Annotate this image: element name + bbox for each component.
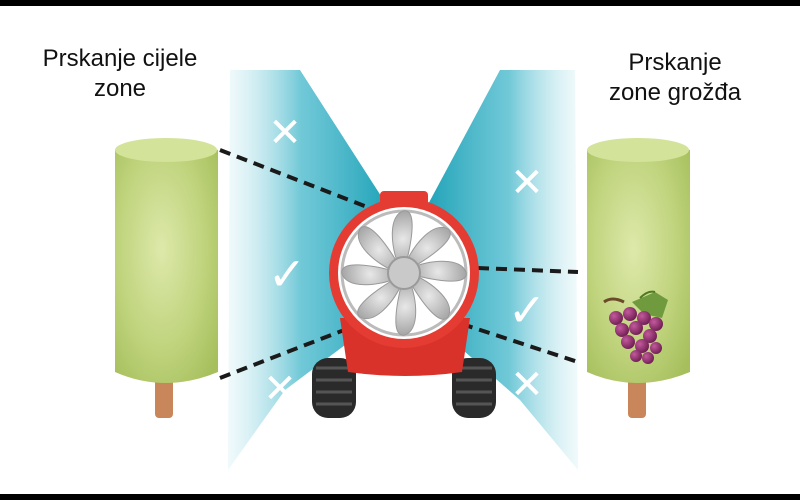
right-label-line1: Prskanje xyxy=(628,49,722,76)
cross-icon: ✕ xyxy=(263,366,297,412)
left-label-line2: zone xyxy=(93,75,147,102)
sprayer-wheels xyxy=(312,358,496,418)
right-vine-tree xyxy=(587,138,690,418)
grape-zone-spraying-label: Prskanje zone grožđa xyxy=(575,48,775,108)
diagram-stage: ✕ ✓ ✕ ✕ ✓ ✕ Prskanje cijele zone Prskanj… xyxy=(0,6,800,494)
check-icon: ✓ xyxy=(268,247,307,301)
left-vine-tree xyxy=(115,138,218,418)
sprayer-diagram: ✕ ✓ ✕ ✕ ✓ ✕ xyxy=(115,70,690,470)
left-label-line1: Prskanje cijele xyxy=(42,45,198,72)
right-label-line2: zone grožđa xyxy=(608,79,742,106)
whole-zone-spraying-label: Prskanje cijele zone xyxy=(20,44,220,104)
fan-icon xyxy=(340,209,468,337)
left-spray-cone xyxy=(228,70,390,470)
grape-cluster-icon xyxy=(603,290,668,364)
cross-icon: ✕ xyxy=(510,160,544,206)
check-icon: ✓ xyxy=(508,283,547,337)
cross-icon: ✕ xyxy=(268,110,302,156)
cross-icon: ✕ xyxy=(510,362,544,408)
